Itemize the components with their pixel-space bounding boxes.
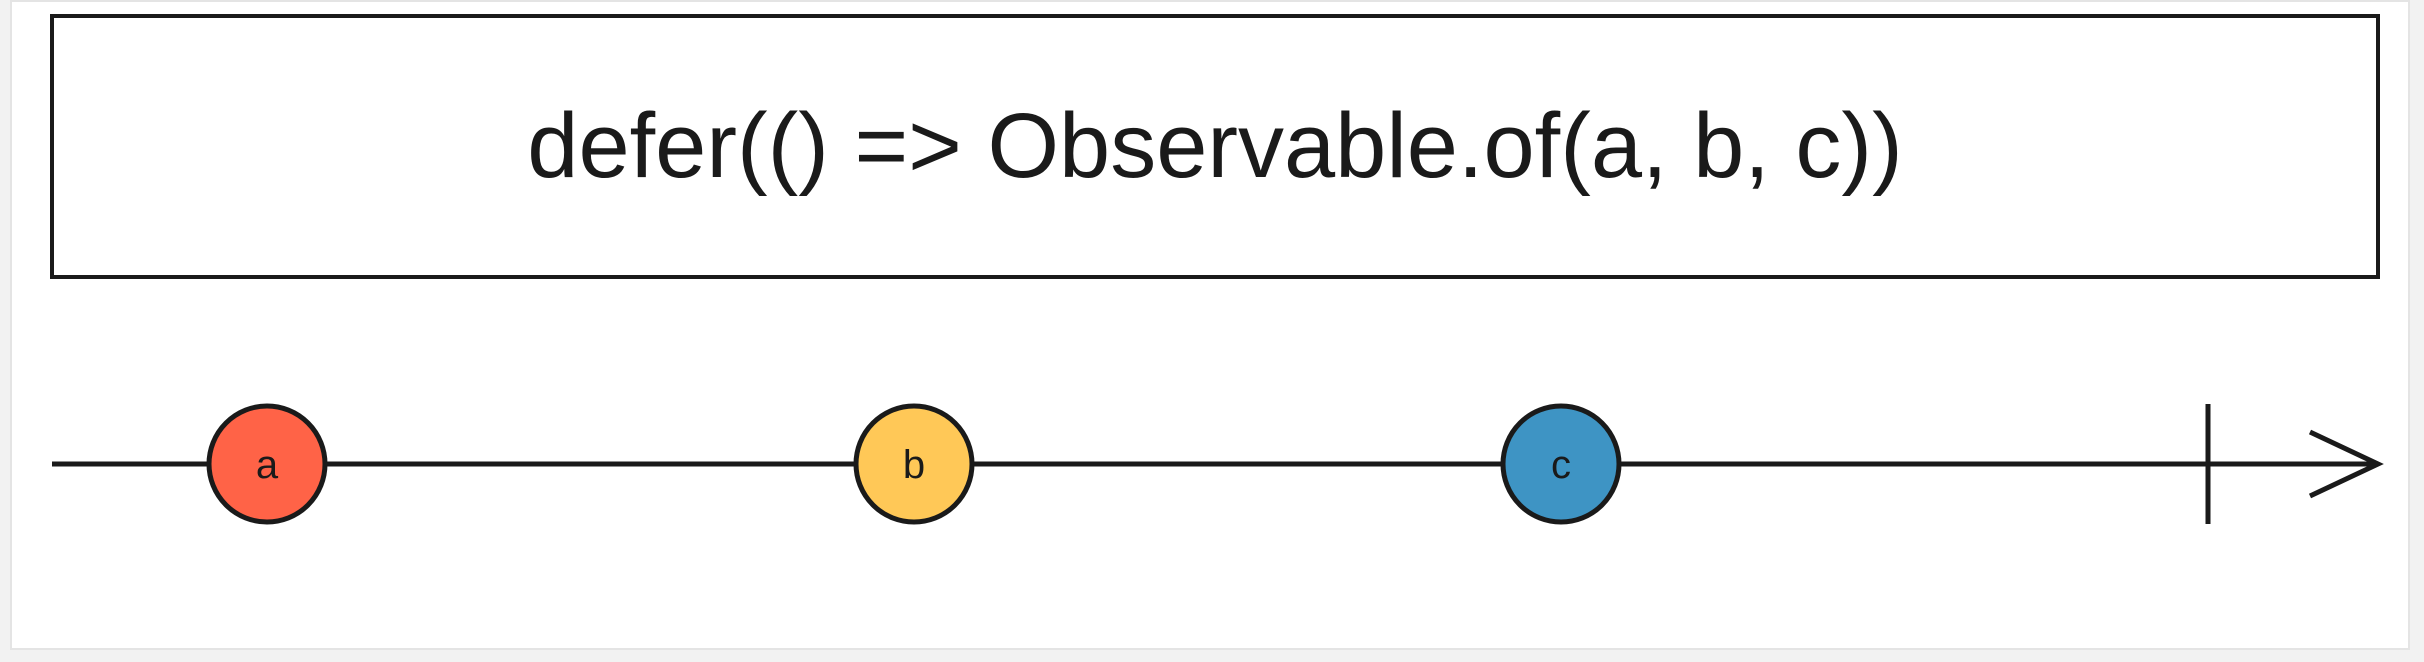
output-timeline: a b c bbox=[52, 403, 2384, 525]
marble-c-label: c bbox=[1551, 443, 1571, 487]
operator-label: defer(() => Observable.of(a, b, c)) bbox=[527, 95, 1903, 197]
diagram-canvas: defer(() => Observable.of(a, b, c)) a b … bbox=[10, 0, 2410, 650]
marble-c: c bbox=[1500, 403, 1622, 525]
marble-b-label: b bbox=[903, 443, 925, 487]
marble-b-circle bbox=[853, 403, 975, 525]
operator-box: defer(() => Observable.of(a, b, c)) bbox=[50, 14, 2380, 279]
marble-b: b bbox=[853, 403, 975, 525]
marble-a-circle bbox=[206, 403, 328, 525]
timeline-arrowhead-icon bbox=[2308, 429, 2384, 499]
marble-a-label: a bbox=[256, 443, 279, 487]
marble-c-circle bbox=[1500, 403, 1622, 525]
marble-a: a bbox=[206, 403, 328, 525]
